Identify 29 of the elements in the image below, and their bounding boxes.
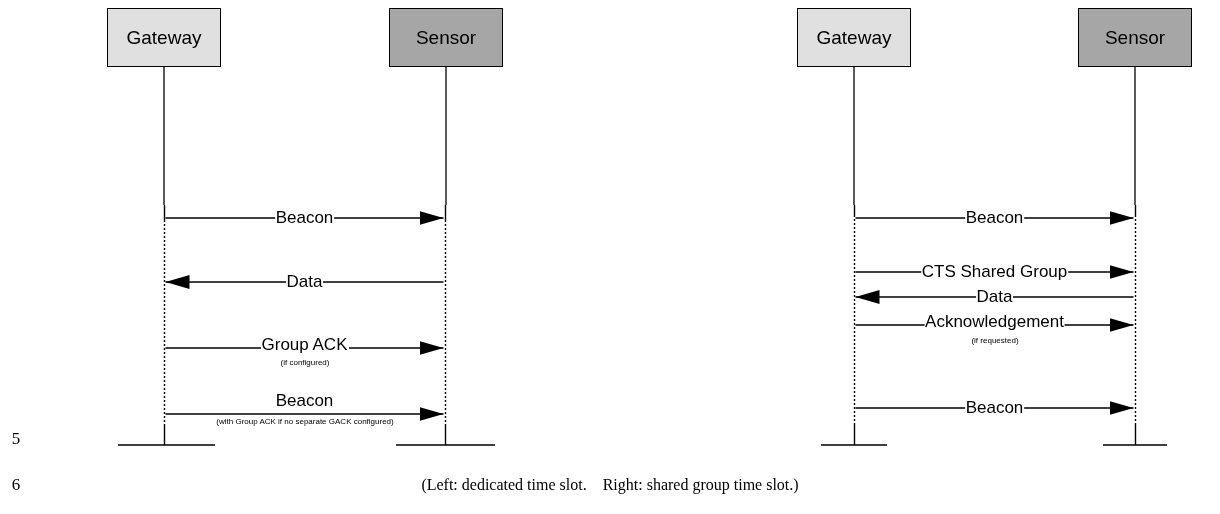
message-arrow — [164, 275, 445, 289]
participant-box — [797, 8, 911, 67]
message-arrow — [854, 290, 1135, 304]
line-number: 5 — [11, 429, 21, 449]
message-note: (with Group ACK if no separate GACK configured) — [216, 416, 394, 426]
lifeline — [162, 205, 166, 445]
message-note: (if configured) — [280, 357, 330, 367]
edge-label: CTS Shared Group — [920, 263, 1069, 281]
lifeline-segment — [445, 66, 447, 206]
message-note: (if requested) — [971, 335, 1019, 345]
line-number: 6 — [11, 475, 21, 495]
lifeline-segment — [163, 66, 165, 206]
participant-name: Sensor — [415, 26, 477, 49]
participant-box — [389, 8, 503, 67]
participant-name: Sensor — [1104, 26, 1166, 49]
participant-box — [1078, 8, 1192, 67]
edge-label: Beacon — [274, 392, 335, 410]
lifeline — [1133, 205, 1137, 445]
edge-label: Acknowledgement — [924, 313, 1065, 331]
edge-label: Group ACK — [260, 336, 349, 354]
message-arrow — [164, 407, 445, 421]
lifeline-segment — [853, 66, 855, 206]
participant-box — [107, 8, 221, 67]
caption: (Left: dedicated time slot. Right: shared group time slot.) — [421, 476, 799, 494]
participant-name: Gateway — [126, 26, 202, 49]
participant-name: Gateway — [816, 26, 892, 49]
lifeline — [443, 205, 447, 445]
lifeline-segment — [1134, 66, 1136, 206]
lifeline — [852, 205, 856, 445]
